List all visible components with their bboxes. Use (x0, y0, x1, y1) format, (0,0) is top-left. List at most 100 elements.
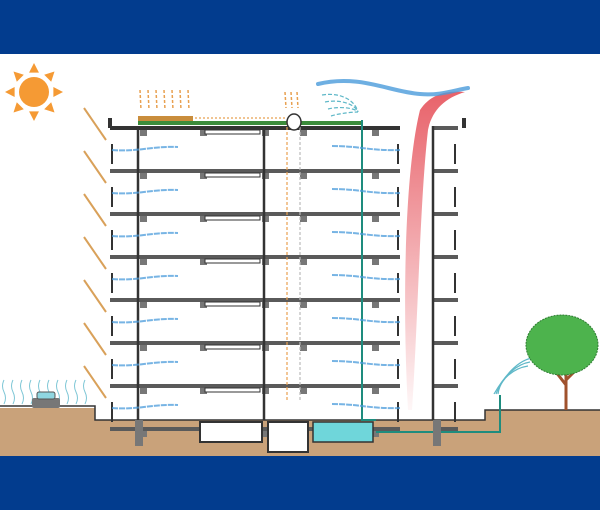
beam (300, 345, 307, 351)
breeze-left (111, 231, 179, 238)
beam (200, 216, 207, 222)
beam (300, 173, 307, 179)
wing-slab (433, 298, 458, 302)
wing-slab (433, 341, 458, 345)
ground-line (0, 405, 600, 421)
beam (262, 130, 269, 136)
heat-line (284, 91, 287, 109)
beam (140, 302, 147, 308)
breeze-left (111, 403, 179, 410)
ceiling-duct (204, 387, 261, 393)
beam (372, 345, 379, 351)
breeze-left (111, 188, 179, 195)
beam (300, 259, 307, 265)
heat-line (187, 89, 190, 111)
heat-haze-line (20, 379, 24, 405)
ground-surface-gap (0, 412, 600, 420)
rainwater-tank (312, 421, 374, 443)
top-light (286, 113, 302, 131)
green-roof (138, 121, 363, 125)
sun-ray-line (83, 322, 107, 356)
parapet-wing (462, 118, 466, 128)
building-section-diagram (0, 63, 600, 456)
sprinkler-spray (493, 357, 533, 395)
breeze-right (331, 231, 401, 238)
beam (262, 173, 269, 179)
heat-line (155, 89, 158, 111)
beam (262, 259, 269, 265)
heat-haze-line (11, 379, 15, 405)
roof-wind-line (330, 111, 359, 117)
beam (140, 130, 147, 136)
roof-wind-line (321, 93, 359, 113)
beam (262, 431, 269, 437)
road-soil (0, 408, 95, 420)
car-window (36, 391, 56, 400)
top-frame-band (0, 0, 600, 54)
beam (200, 173, 207, 179)
heat-haze-line (74, 379, 78, 405)
breeze-right (331, 274, 401, 281)
heat-line (163, 89, 166, 111)
breeze-right (331, 188, 401, 195)
beam (200, 388, 207, 394)
sun-ray (29, 63, 39, 73)
sun-ray-line (83, 236, 107, 270)
parapet-left (108, 118, 112, 128)
ceiling-duct (204, 301, 261, 307)
beam (200, 302, 207, 308)
beam (372, 216, 379, 222)
sun-ray-lines (83, 89, 299, 399)
floor-slab (110, 255, 400, 259)
sun-ray (44, 102, 55, 113)
breeze-right (331, 317, 401, 324)
sun-icon (5, 63, 63, 121)
beam (300, 388, 307, 394)
sun-ray (13, 71, 24, 82)
ceiling-duct (204, 344, 261, 350)
floor-slab (110, 384, 400, 388)
beam (140, 431, 147, 437)
sprinkler-spray (497, 365, 529, 395)
sun-ray (53, 87, 63, 97)
building-structure (108, 113, 501, 453)
breeze-right (331, 403, 401, 410)
floor-slab (110, 169, 400, 173)
wing-slab (433, 126, 458, 130)
beam (372, 173, 379, 179)
roof-wind-line (327, 106, 359, 113)
beam (200, 130, 207, 136)
beam (140, 345, 147, 351)
beam (200, 259, 207, 265)
bottom-frame-band (0, 456, 600, 510)
breeze-right (331, 360, 401, 367)
beam (372, 130, 379, 136)
pit (267, 421, 309, 453)
beam (372, 431, 379, 437)
ceiling-duct (204, 129, 261, 135)
site-features (2, 314, 599, 410)
heat-line (179, 89, 182, 111)
beam (262, 388, 269, 394)
roof-wind-line (324, 100, 359, 113)
heat-line (171, 89, 174, 111)
breeze-left (111, 145, 179, 152)
beam (372, 388, 379, 394)
sun-ray-line (83, 107, 107, 141)
solar-panel (138, 116, 193, 121)
cross-ventilation-breezes (111, 145, 401, 410)
ceiling-duct (204, 172, 261, 178)
wing-slab (433, 427, 458, 431)
beam (200, 345, 207, 351)
sun-ray-line (83, 193, 107, 227)
sun-ray (5, 87, 15, 97)
beam (262, 345, 269, 351)
hot-air-plume (316, 79, 470, 410)
hot-air-plume-shape (405, 91, 465, 410)
foundation-pile (433, 420, 441, 446)
foundation-pile (135, 420, 143, 446)
floor-slab (110, 298, 400, 302)
beam (262, 302, 269, 308)
beam (262, 216, 269, 222)
rainwater-pipe (361, 120, 376, 421)
